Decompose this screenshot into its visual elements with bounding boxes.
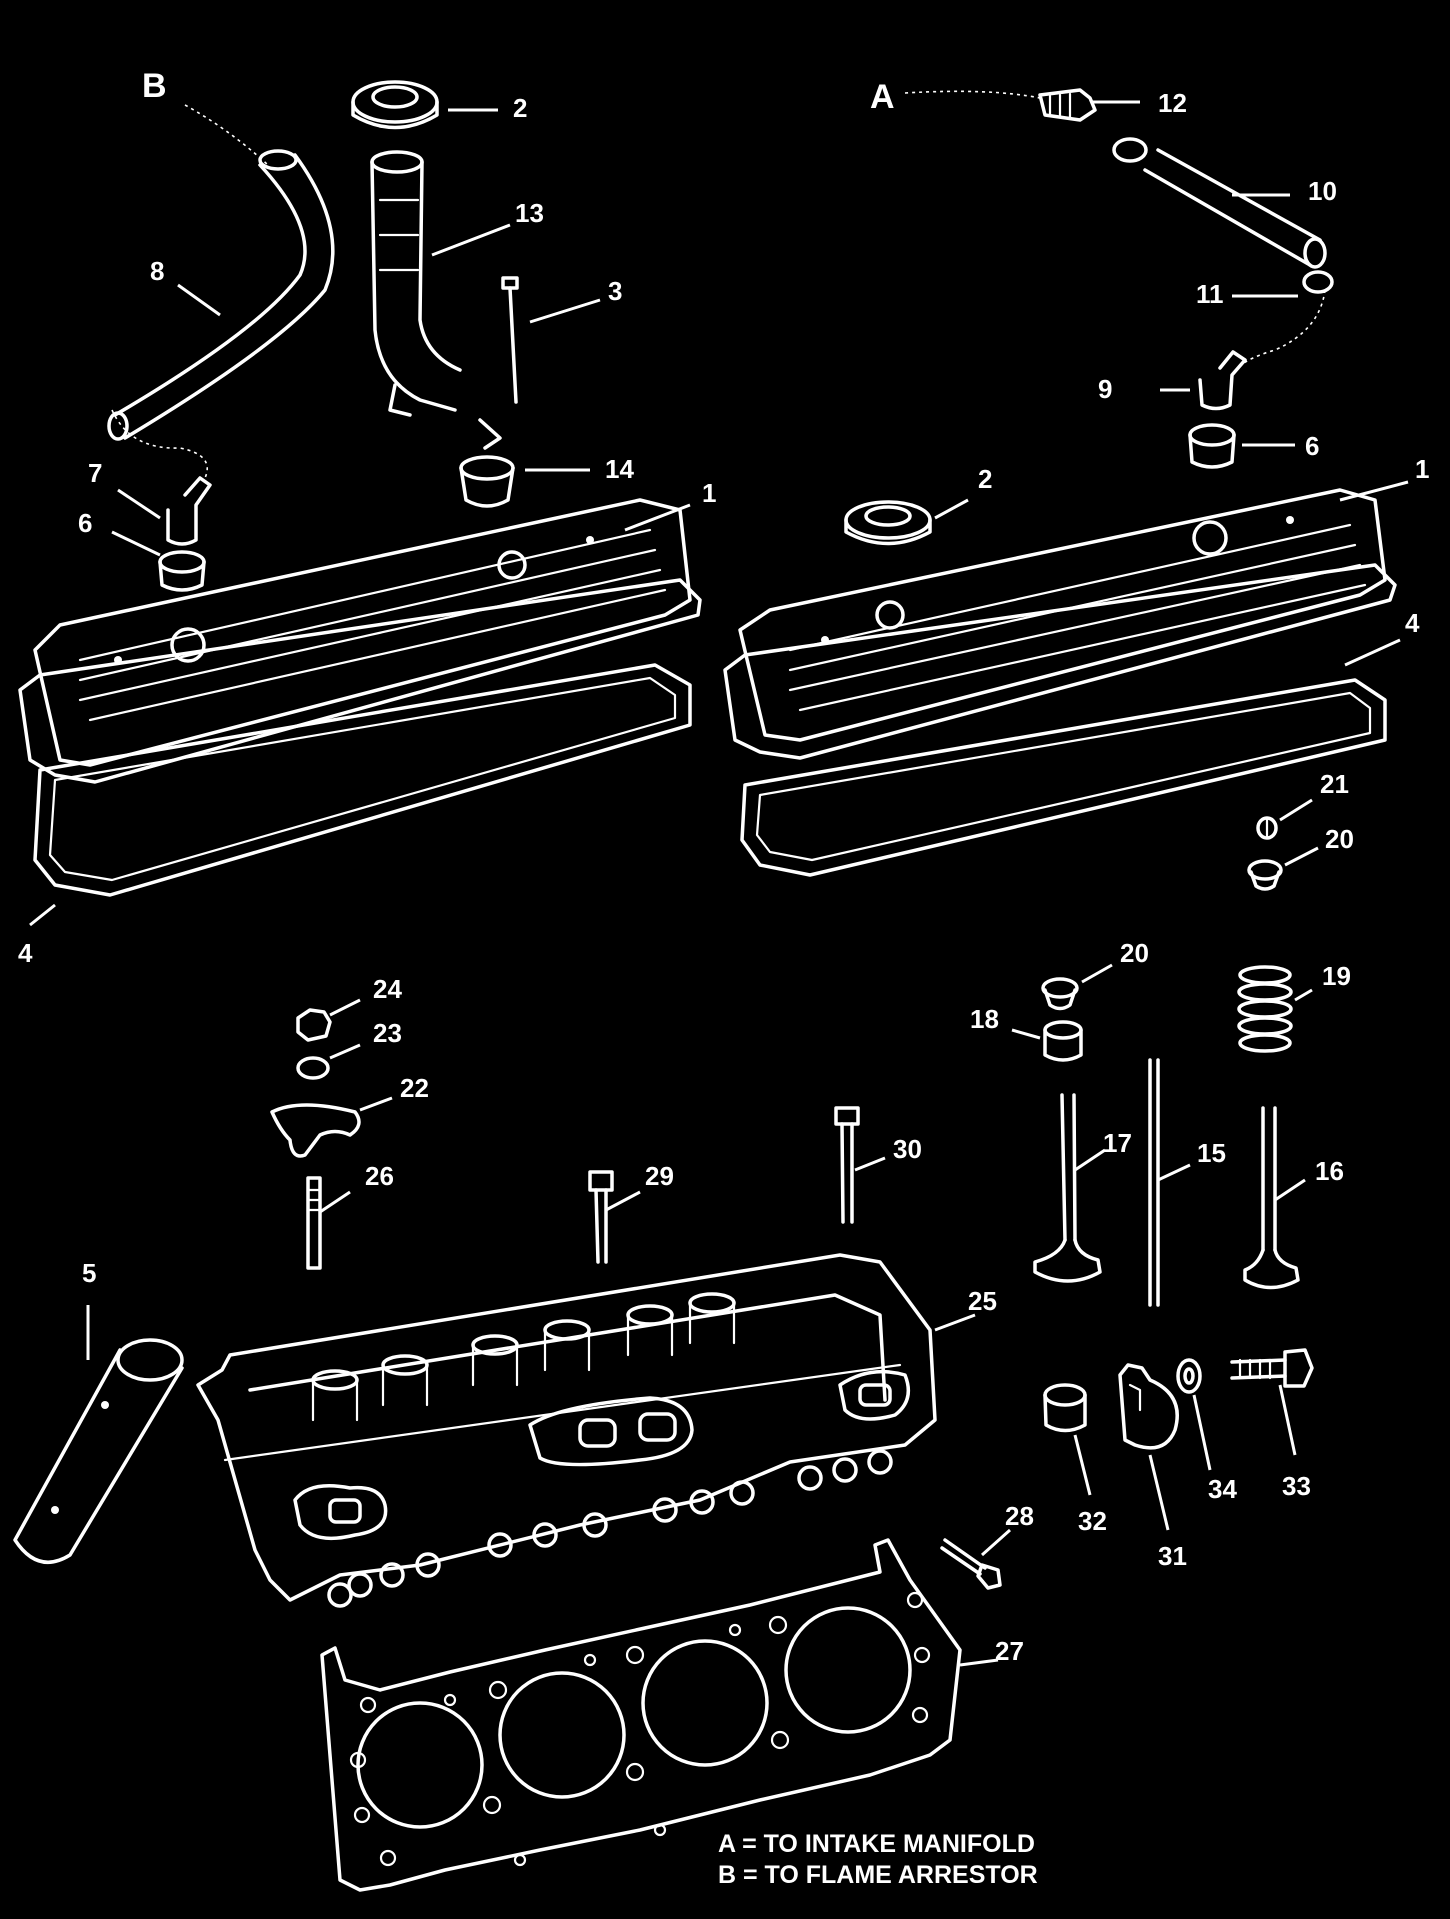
bolt-3: [501, 276, 519, 404]
oil-fill-cap-top: [351, 80, 439, 130]
route-line-left-hose: [111, 409, 208, 479]
callout-18: 18: [970, 1004, 999, 1034]
callout-26: 26: [365, 1161, 394, 1191]
head-gasket-27: [320, 1538, 962, 1892]
callout-6-right: 6: [1305, 431, 1319, 461]
callout-30: 30: [893, 1134, 922, 1164]
cylinder-head-25: [196, 1253, 937, 1608]
hose-8: [107, 149, 335, 441]
callout-31: 31: [1158, 1541, 1187, 1571]
rocker-nut-24: [296, 1008, 332, 1042]
clamp-bracket-31: [1118, 1363, 1179, 1450]
legend-line-a: A = TO INTAKE MANIFOLD: [718, 1830, 1035, 1858]
valve-seal-18: [1043, 1020, 1083, 1062]
callout-24: 24: [373, 974, 402, 1004]
callout-10: 10: [1308, 176, 1337, 206]
valve-cover-gasket-right: [740, 678, 1387, 877]
grommet-14: [459, 455, 515, 508]
callout-5: 5: [82, 1258, 96, 1288]
callout-1-right: 1: [1415, 454, 1429, 484]
callout-11: 11: [1196, 279, 1224, 309]
callout-9: 9: [1098, 374, 1112, 404]
route-line-b: [184, 104, 269, 166]
callout-23: 23: [373, 1018, 402, 1048]
route-line-a: [904, 90, 1041, 99]
callout-34: 34: [1208, 1474, 1237, 1504]
callout-8: 8: [150, 256, 164, 286]
callout-7: 7: [88, 458, 102, 488]
callout-3: 3: [608, 276, 622, 306]
callout-32: 32: [1078, 1506, 1107, 1536]
bolt-33: [1230, 1348, 1314, 1388]
callout-4-right: 4: [1405, 608, 1420, 638]
callout-17: 17: [1103, 1128, 1132, 1158]
callout-15: 15: [1197, 1138, 1226, 1168]
valve-cover-right: [723, 488, 1397, 760]
callout-4-left: 4: [18, 938, 33, 968]
callout-33: 33: [1282, 1471, 1311, 1501]
oil-fill-tube: [370, 150, 502, 450]
bushing-32: [1043, 1383, 1087, 1433]
rocker-arm-22: [270, 1103, 361, 1158]
elbow-fitting-7: [166, 476, 212, 546]
clamp-11: [1302, 270, 1334, 294]
rocker-stud-26: [306, 1176, 322, 1270]
valve-keepers-21: [1256, 816, 1278, 840]
callout-28: 28: [1005, 1501, 1034, 1531]
callout-2-right: 2: [978, 464, 992, 494]
letter-b: B: [142, 67, 167, 105]
pushrod-15: [1148, 1058, 1160, 1307]
valve-spring-19: [1237, 965, 1293, 1053]
callout-21: 21: [1320, 769, 1349, 799]
clamp-11-top: [1112, 137, 1148, 163]
callout-20-b: 20: [1120, 938, 1149, 968]
callout-2-top: 2: [513, 93, 527, 123]
route-line-right-hose: [1231, 289, 1326, 376]
fitting-12: [1038, 88, 1097, 122]
exhaust-valve-17: [1033, 1093, 1102, 1283]
bolt-28: [940, 1538, 1002, 1590]
callout-12: 12: [1158, 88, 1187, 118]
callout-13: 13: [515, 198, 544, 228]
grommet-6-right: [1188, 423, 1236, 469]
callout-20-a: 20: [1325, 824, 1354, 854]
leader-lines: [29, 100, 1409, 1667]
legend-line-b: B = TO FLAME ARRESTOR: [718, 1861, 1038, 1889]
hose-10: [1143, 148, 1327, 269]
intake-valve-16: [1243, 1106, 1300, 1290]
callout-19: 19: [1322, 961, 1351, 991]
callout-22: 22: [400, 1073, 429, 1103]
pivot-ball-23: [296, 1056, 330, 1080]
tube-5: [13, 1338, 184, 1564]
grommet-6-left: [158, 550, 206, 592]
callout-1-left: 1: [702, 478, 716, 508]
valve-retainer-20: [1041, 977, 1079, 1011]
valve-cover-left: [18, 498, 702, 784]
washer-34: [1176, 1358, 1202, 1394]
valve-retainer-20-top: [1247, 859, 1283, 891]
head-bolt-30: [834, 1106, 860, 1224]
callout-27: 27: [995, 1636, 1024, 1666]
callout-29: 29: [645, 1161, 674, 1191]
callout-6-left: 6: [78, 508, 92, 538]
callout-25: 25: [968, 1286, 997, 1316]
letter-a: A: [870, 78, 895, 116]
oil-fill-cap-right: [844, 500, 932, 546]
elbow-fitting-9: [1198, 350, 1247, 411]
valve-cover-gasket-left: [33, 663, 692, 897]
callout-14: 14: [605, 454, 634, 484]
head-bolt-29: [588, 1170, 614, 1264]
callout-16: 16: [1315, 1156, 1344, 1186]
